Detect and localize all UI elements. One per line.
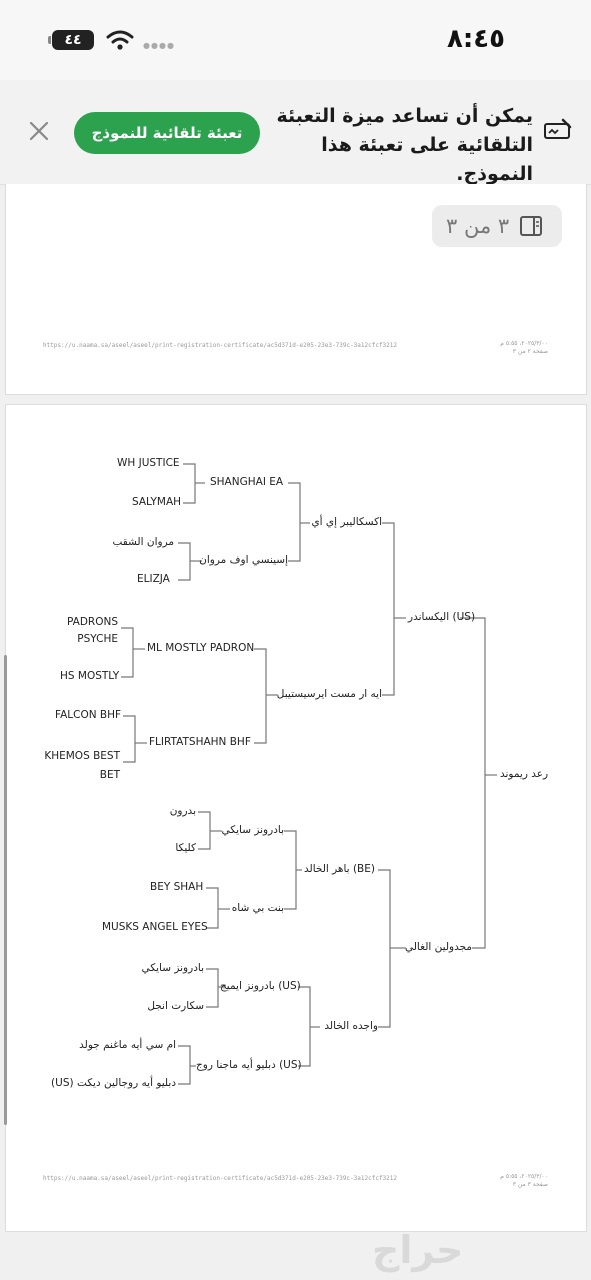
pedigree-g4-12: MUSKS ANGEL EYES bbox=[102, 921, 208, 933]
pedigree-g4-8: KHEMOS BEST BET bbox=[44, 750, 120, 781]
battery-level: ٤٤ bbox=[64, 32, 82, 48]
page-indicator[interactable]: ٣ من ٣ bbox=[432, 205, 562, 247]
pedigree-g4-14: سكارت انجل bbox=[147, 1000, 204, 1012]
autofill-form-button[interactable]: تعبئة تلقائية للنموذج bbox=[74, 112, 260, 154]
pedigree-g4-9: بدرون bbox=[169, 805, 196, 817]
page-indicator-label: ٣ من ٣ bbox=[446, 214, 510, 238]
pdf-page-3 bbox=[5, 404, 587, 1232]
pedigree-sire-dam: ايه ار مست ايرسيستيبل bbox=[276, 688, 382, 700]
pedigree-g4-6: HS MOSTLY bbox=[60, 670, 120, 682]
pedigree-g3-3: ML MOSTLY PADRON bbox=[147, 642, 255, 654]
pedigree-g4-7: FALCON BHF bbox=[55, 709, 122, 721]
watermark-logo: حراج bbox=[372, 1228, 464, 1272]
pedigree-dam-dam: واجده الخالد bbox=[324, 1020, 378, 1032]
close-icon[interactable] bbox=[28, 120, 50, 142]
footer-date: ٢٠٢٥/٣/٠٠، ٥:٥٥ م bbox=[500, 340, 548, 347]
wifi-icon bbox=[106, 30, 134, 50]
pedigree-dam: مجدولين الغالي bbox=[404, 941, 472, 953]
pedigree-g4-3: مروان الشقب bbox=[112, 536, 174, 548]
pedigree-g4-16: دبليو أيه روجالين ديكت (US) bbox=[51, 1077, 176, 1089]
pedigree-g4-4: ELIZJA bbox=[137, 573, 170, 585]
footer-meta: ٢٠٢٥/٣/٠٠، ٥:٥٥ م صفحة ٢ من ٣ bbox=[470, 340, 548, 356]
pedigree-g4-15: ام سي أيه ماغنم جولد bbox=[79, 1039, 176, 1051]
pedigree-g3-8: دبليو أيه ماجنا روج (US) bbox=[196, 1059, 302, 1071]
pedigree-sire: اليكساندر (US) bbox=[408, 611, 476, 623]
form-autofill-icon bbox=[544, 118, 572, 139]
status-time: ٨:٤٥ bbox=[446, 24, 505, 54]
footer-meta-2: ٢٠٢٥/٣/٠٠، ٥:٥٥ م صفحة ٣ من ٣ bbox=[470, 1173, 548, 1189]
autofill-banner: يمكن أن تساعد ميزة التعبئة التلقائية على… bbox=[0, 80, 591, 185]
pedigree-horse: رعد ريموند bbox=[500, 768, 549, 780]
footer-date-2: ٢٠٢٥/٣/٠٠، ٥:٥٥ م bbox=[500, 1173, 548, 1180]
pedigree-sire-sire: اكسكاليبر إي أي bbox=[311, 516, 382, 528]
footer-url-2: https://u.naama.sa/aseel/aseel/print-reg… bbox=[43, 1175, 398, 1182]
pedigree-g3-6: بنت بي شاه bbox=[231, 902, 284, 914]
pedigree-g3-4: FLIRTATSHAHN BHF bbox=[149, 736, 251, 748]
pedigree-g4-1: WH JUSTICE bbox=[117, 457, 180, 469]
pedigree-g4-11: BEY SHAH bbox=[150, 881, 204, 893]
pedigree-g4-5: PADRONS PSYCHE bbox=[66, 616, 118, 645]
footer-page-2: صفحة ٣ من ٣ bbox=[512, 1181, 548, 1188]
status-bar: ٨:٤٥ ٤٤ ●●●● bbox=[0, 0, 591, 80]
footer-url: https://u.naama.sa/aseel/aseel/print-reg… bbox=[43, 342, 398, 349]
pedigree-g4-2: SALYMAH bbox=[132, 496, 182, 508]
pages-icon bbox=[520, 216, 543, 236]
pedigree-g3-1: SHANGHAI EA bbox=[210, 476, 284, 488]
footer-page: صفحة ٢ من ٣ bbox=[512, 348, 548, 355]
pedigree-dam-sire: باهر الخالد (BE) bbox=[304, 863, 375, 875]
scrollbar[interactable] bbox=[4, 655, 7, 1125]
pedigree-g3-5: بادرونز سايكي bbox=[221, 824, 284, 836]
pedigree-g4-10: كليكا bbox=[175, 842, 196, 854]
pedigree-g3-2: إسينسي اوف مروان bbox=[199, 554, 288, 566]
pedigree-g3-7: بادرونز ايميج (US) bbox=[220, 980, 301, 992]
autofill-message: يمكن أن تساعد ميزة التعبئة التلقائية على… bbox=[276, 105, 533, 185]
battery-icon: ٤٤ bbox=[48, 30, 94, 50]
pedigree-g4-13: بادرونز سايكي bbox=[141, 962, 204, 974]
signal-icon: ●●●● bbox=[143, 41, 175, 50]
haraj-watermark: حراج bbox=[372, 1228, 587, 1278]
